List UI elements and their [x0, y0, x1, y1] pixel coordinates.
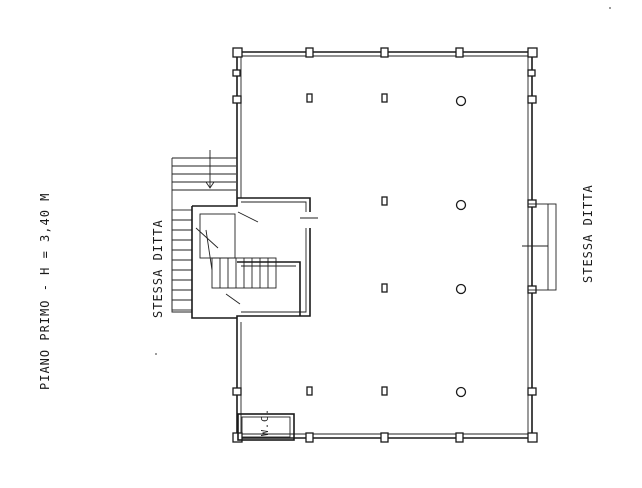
neighbor-label-left: STESSA DITTA: [151, 219, 165, 318]
right-wall-opening: [522, 203, 557, 291]
perimeter-pilasters: [232, 47, 538, 443]
wc-label: W.C.: [260, 408, 271, 436]
interior-columns: [306, 93, 467, 398]
speck-mark: [609, 7, 611, 9]
plan-title: PIANO PRIMO - H = 3,40 M: [38, 193, 52, 390]
outer-wall: [236, 51, 533, 439]
stair-core: [171, 150, 318, 322]
wc-room: [237, 413, 295, 441]
neighbor-label-right: STESSA DITTA: [581, 184, 595, 283]
speck-mark: [155, 353, 157, 355]
